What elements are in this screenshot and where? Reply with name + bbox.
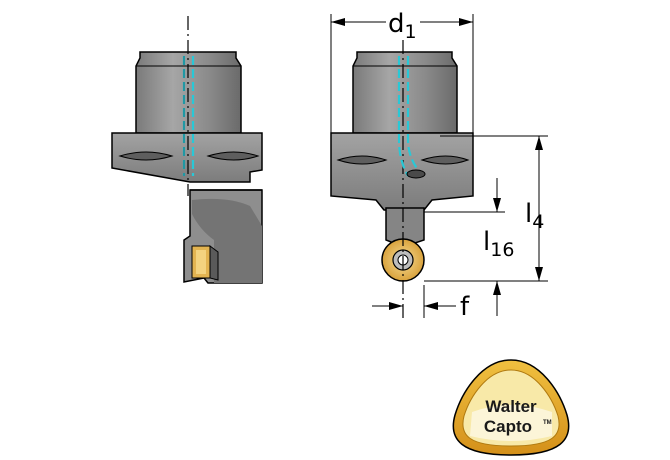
d1-label: d: [388, 9, 405, 39]
front-view: d1 l4 l16: [330, 8, 548, 322]
logo-line-capto: Capto: [484, 417, 532, 436]
side-view: [111, 16, 263, 284]
front-shank: [352, 51, 458, 134]
side-coolant-channel: [182, 56, 195, 176]
logo-line-walter: Walter: [485, 397, 537, 416]
l16-label: l: [483, 227, 490, 257]
side-slot-right: [206, 151, 260, 161]
f-label: f: [460, 292, 470, 322]
walter-capto-logo: Walter Capto TM: [452, 359, 570, 456]
front-coolant-channel: [397, 56, 419, 177]
dimension-l16: l16: [424, 178, 514, 316]
svg-text:l4: l4: [525, 199, 544, 233]
svg-text:l16: l16: [483, 227, 514, 261]
front-slot-left: [336, 155, 388, 165]
l4-label: l: [525, 199, 532, 229]
svg-text:d1: d1: [388, 9, 417, 43]
l16-subscript: 16: [490, 239, 514, 261]
front-flange: [330, 132, 474, 211]
dimension-d1: d1: [330, 8, 474, 133]
logo-trademark: TM: [543, 420, 552, 426]
dimension-l4: l4: [424, 135, 548, 282]
front-slot-right: [420, 155, 470, 165]
side-slot-left: [118, 151, 174, 161]
l4-subscript: 4: [532, 211, 544, 233]
side-flange: [111, 132, 263, 183]
d1-subscript: 1: [405, 21, 417, 43]
dimension-f: f: [372, 285, 470, 322]
